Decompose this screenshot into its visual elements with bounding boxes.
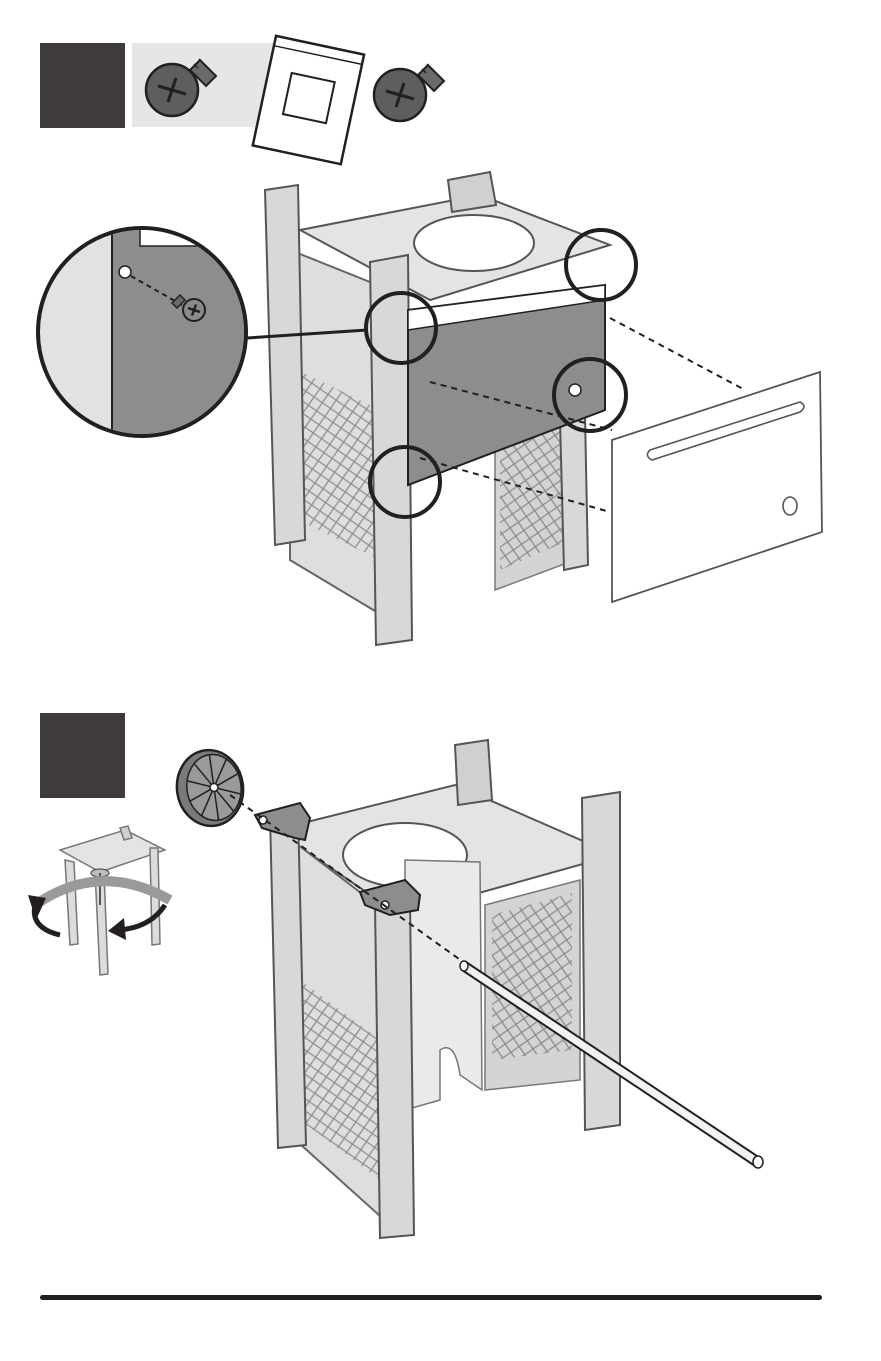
axle-bracket-icon [255, 803, 310, 840]
side-panel-part [612, 372, 822, 602]
screw-icon [146, 59, 216, 116]
hardware-bag-icon [253, 36, 364, 164]
screw-icon [374, 64, 444, 121]
footer-rule [40, 1295, 822, 1300]
wheel-icon [172, 746, 248, 830]
stand-frame-step-2 [270, 740, 620, 1238]
rotate-hint-stand [60, 826, 165, 975]
step-2-badge [40, 713, 125, 798]
